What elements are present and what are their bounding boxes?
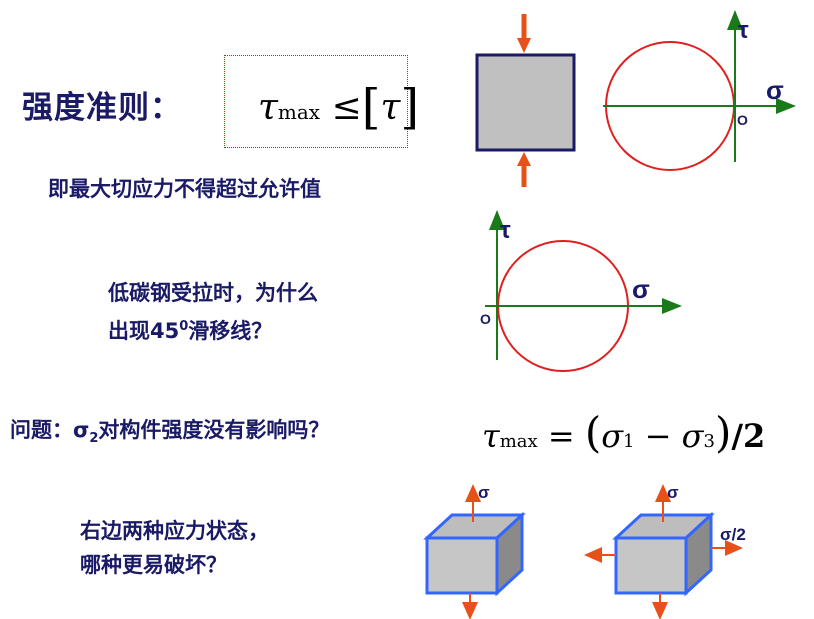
max-shear-statement: 即最大切应力不得超过允许值	[48, 177, 321, 201]
cube-uniaxial: σ	[423, 483, 526, 619]
left-paren: (	[584, 408, 602, 457]
cube-front-face	[614, 536, 688, 595]
allowable-tau-symbol: τ	[380, 87, 401, 128]
steel-question-line1: 低碳钢受拉时，为什么	[108, 281, 318, 305]
bottom-compression-arrow	[517, 152, 531, 187]
max-subscript: max	[277, 100, 321, 124]
right-bracket: ]	[400, 79, 420, 135]
tau-symbol: τ	[482, 417, 500, 455]
stress-states-question: 右边两种应力状态， 哪种更易破坏？	[80, 514, 269, 582]
cube-biaxial: σ σ/2	[584, 483, 746, 619]
sigma-label: σ	[478, 483, 490, 502]
degree-superscript: 0	[179, 319, 189, 334]
leq-symbol: ≤	[331, 87, 362, 128]
divide-by-two: /2	[731, 417, 766, 455]
sigma1-symbol: σ	[601, 417, 624, 455]
compressed-element	[475, 14, 576, 187]
steel-q-prefix: 出现45	[108, 319, 180, 343]
sigma3-symbol: σ	[681, 417, 704, 455]
element-square	[475, 53, 576, 152]
origin-label: O	[480, 311, 491, 327]
max-subscript: max	[499, 431, 538, 452]
left-bracket: [	[361, 79, 381, 135]
tau-symbol: τ	[258, 87, 278, 128]
right-paren: )	[714, 408, 732, 457]
tresca-formula: τmax = (σ1 − σ3)/2	[482, 408, 765, 457]
criterion-formula: τmax ≤[τ]	[258, 75, 419, 135]
sigma-axis-label: σ	[632, 274, 650, 304]
sub-1: 1	[623, 431, 635, 452]
sigma2-question: 问题：σ2对构件强度没有影响吗？	[10, 413, 329, 456]
steel-question-line2: 出现450滑移线？	[108, 310, 318, 348]
criterion-title: 强度准则：	[22, 90, 182, 126]
mohr-circle-tension: τ σ O	[480, 210, 682, 372]
origin-label: O	[737, 112, 748, 128]
top-compression-arrow	[517, 14, 531, 53]
tau-axis-label: τ	[738, 17, 749, 44]
tau-axis-label: τ	[500, 217, 511, 244]
sigma2-q-prefix: 问题：σ	[10, 418, 90, 442]
steel-slip-question: 低碳钢受拉时，为什么 出现450滑移线？	[108, 276, 318, 348]
states-question-line1: 右边两种应力状态，	[80, 519, 269, 543]
steel-q-suffix: 滑移线？	[188, 319, 273, 343]
equals-symbol: =	[547, 417, 575, 455]
sigma-label: σ	[667, 483, 679, 502]
criterion-formula-box	[224, 55, 408, 148]
cube-front-face	[425, 536, 499, 595]
sigma2-subscript: 2	[89, 431, 99, 447]
sigma2-q-suffix: 对构件强度没有影响吗？	[98, 418, 330, 442]
mohr-circle-compression: τ σ O	[603, 10, 796, 171]
minus-symbol: −	[644, 417, 672, 455]
sigma-axis-label: σ	[766, 75, 784, 105]
sub-3: 3	[703, 431, 715, 452]
half-sigma-label: σ/2	[720, 525, 746, 544]
states-question-line2: 哪种更易破坏？	[80, 553, 227, 577]
